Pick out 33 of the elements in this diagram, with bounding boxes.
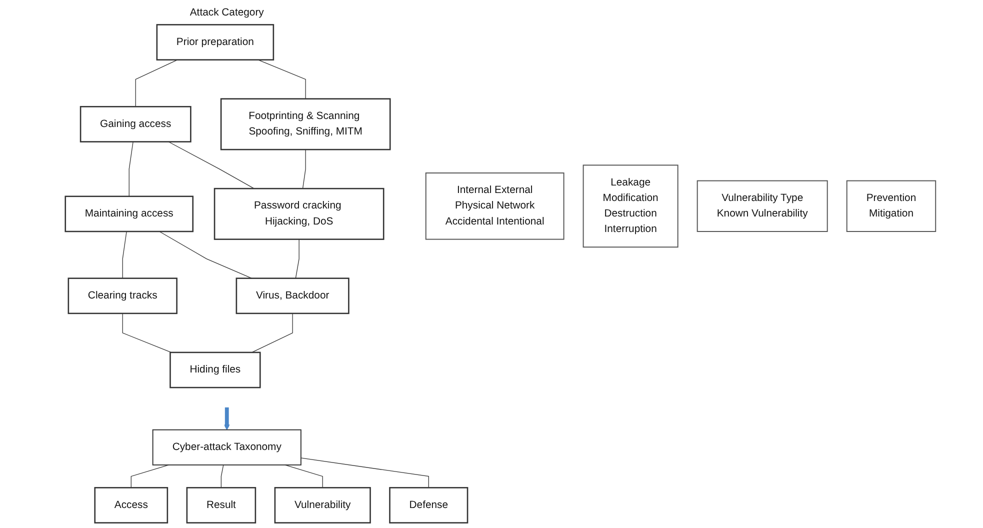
connector [130,464,170,488]
node-box: Access [94,487,168,524]
connector [122,313,172,353]
connector [252,313,293,353]
node-box: Gaining access [80,106,192,142]
node-box: Vulnerability [274,487,371,524]
node-box: Maintaining access [64,196,194,232]
node-box: Leakage Modification Destruction Interruption [582,164,678,248]
connector [284,464,323,488]
node-box: Clearing tracks [68,278,178,314]
node-box: Password cracking Hijacking, DoS [214,188,384,240]
node-box: Defense [389,487,468,524]
node-text: Attack Category [190,7,264,18]
connector [135,60,178,107]
connector [295,238,300,279]
node-box: Prevention Mitigation [846,180,936,232]
connector [128,141,134,197]
connector [302,149,306,189]
node-box: Prior preparation [156,24,274,60]
node-box: Virus, Backdoor [236,278,350,314]
connector [122,231,127,279]
connector [220,464,224,488]
arrow [224,407,230,430]
node-box: Footprinting & Scanning Spoofing, Sniffing, MITM [220,98,391,150]
node-box: Result [186,487,256,524]
connector [300,458,429,488]
connector [168,141,254,189]
connector [159,231,252,279]
connector [258,60,306,100]
node-box: Internal External Physical Network Accidental Intentional [425,172,564,240]
node-box: Cyber-attack Taxonomy [152,429,302,466]
node-box: Vulnerability Type Known Vulnerability [696,180,828,232]
node-box: Hiding files [170,352,261,388]
